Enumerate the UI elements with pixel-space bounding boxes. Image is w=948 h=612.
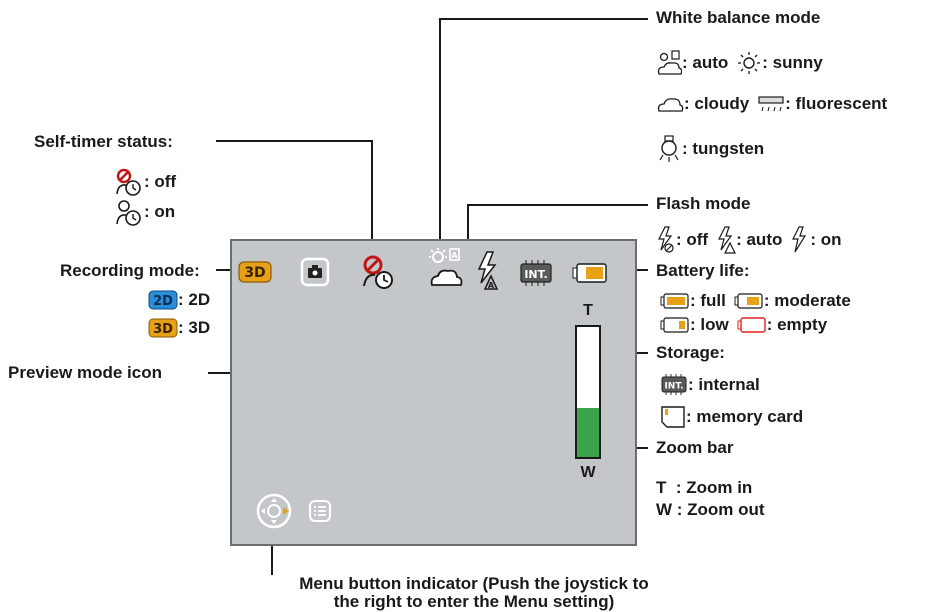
wb-auto-icon: A xyxy=(429,248,463,286)
internal-storage-icon: INT. xyxy=(520,260,552,286)
joystick-icon[interactable] xyxy=(256,493,292,529)
wb-tungsten-icon xyxy=(659,135,679,162)
menu-caption-line1: Menu button indicator (Push the joystick… xyxy=(299,574,649,593)
self-timer-off-icon xyxy=(116,168,141,196)
3d-mode-icon: 3D xyxy=(238,261,272,283)
svg-text:A: A xyxy=(488,281,495,290)
svg-text:A: A xyxy=(451,251,458,260)
flash-off-icon xyxy=(658,226,674,253)
wb-sunny-icon xyxy=(738,52,761,74)
flash-on-icon xyxy=(792,226,807,253)
camera-lcd-screen: 3D A A INT. T xyxy=(230,239,637,546)
zoom-bar-track xyxy=(575,325,601,459)
menu-caption-line2: the right to enter the Menu setting) xyxy=(333,592,615,611)
wb-auto-icon xyxy=(657,50,682,75)
battery-moderate-label: : moderate xyxy=(763,291,851,310)
zoom-title: Zoom bar xyxy=(656,438,734,457)
zoom-tele-label: T xyxy=(583,302,593,319)
zoom-out-label: W : Zoom out xyxy=(656,500,765,519)
svg-text:INT.: INT. xyxy=(524,268,547,281)
flash-auto-icon xyxy=(718,226,737,254)
internal-storage-icon: INT. xyxy=(661,374,687,395)
wb-title: White balance mode xyxy=(656,8,821,27)
flash-title: Flash mode xyxy=(656,194,751,213)
wb-cloudy-label: : cloudy xyxy=(684,94,750,113)
wb-sunny-label: : sunny xyxy=(762,53,823,72)
wb-connector xyxy=(439,18,648,255)
svg-text:3D: 3D xyxy=(153,322,173,337)
battery-empty-icon xyxy=(737,317,766,333)
svg-text:3D: 3D xyxy=(244,265,265,281)
preview-title: Preview mode icon xyxy=(8,363,162,382)
zoom-wide-label: W xyxy=(580,464,596,481)
svg-text:INT.: INT. xyxy=(664,382,683,392)
recording-title: Recording mode: xyxy=(60,261,200,280)
wb-auto-label: : auto xyxy=(682,53,729,72)
self-timer-off-label: : off xyxy=(144,172,177,191)
recording-2d-label: : 2D xyxy=(178,290,211,309)
battery-title: Battery life: xyxy=(656,261,750,280)
flash-connector xyxy=(467,204,648,255)
self-timer-title: Self-timer status: xyxy=(34,132,173,151)
flash-on-label: : on xyxy=(810,230,842,249)
battery-low-label: : low xyxy=(690,315,729,334)
battery-full-icon xyxy=(660,293,689,309)
wb-fluorescent-label: : fluorescent xyxy=(785,94,888,113)
svg-text:2D: 2D xyxy=(153,294,173,309)
wb-cloudy-icon xyxy=(657,98,684,112)
storage-internal-label: : internal xyxy=(688,375,760,394)
recording-3d-label: : 3D xyxy=(178,318,211,337)
wb-tungsten-label: : tungsten xyxy=(682,139,765,158)
storage-card-label: : memory card xyxy=(686,407,804,426)
3d-mode-icon: 3D xyxy=(148,318,178,338)
camera-preview-icon xyxy=(300,257,330,287)
flash-auto-icon: A xyxy=(477,251,499,290)
battery-moderate-icon xyxy=(734,293,763,309)
self-timer-on-label: : on xyxy=(144,202,176,221)
wb-fluorescent-icon xyxy=(758,96,784,112)
battery-full-label: : full xyxy=(690,291,726,310)
self-timer-off-icon xyxy=(363,255,393,289)
flash-auto-label: : auto xyxy=(736,230,783,249)
zoom-bar-fill xyxy=(577,407,599,457)
memory-card-icon xyxy=(661,406,685,428)
battery-icon xyxy=(572,263,607,283)
battery-empty-label: : empty xyxy=(766,315,828,334)
self-timer-on-icon xyxy=(116,200,141,226)
self-timer-connector xyxy=(216,140,373,259)
battery-low-icon xyxy=(660,317,689,333)
storage-title: Storage: xyxy=(656,343,725,362)
2d-mode-icon: 2D xyxy=(148,290,178,310)
zoom-in-label: T : Zoom in xyxy=(656,478,753,497)
menu-list-icon[interactable] xyxy=(308,499,332,523)
flash-off-label: : off xyxy=(676,230,709,249)
